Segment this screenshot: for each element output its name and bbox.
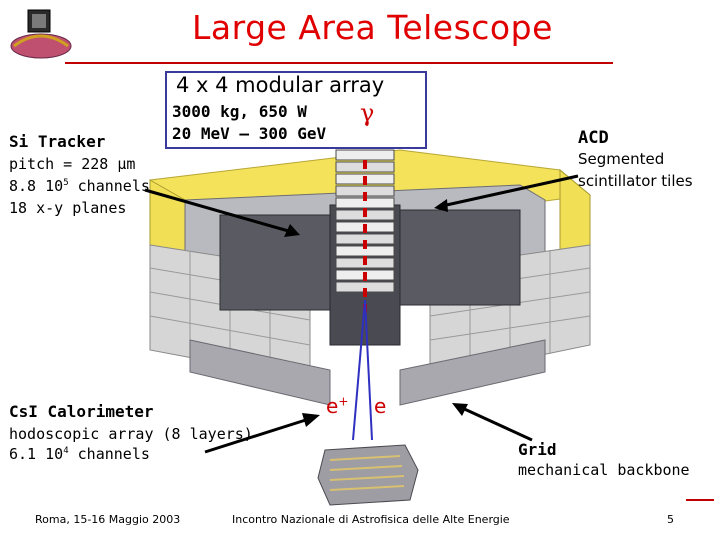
- footer-rule: [686, 499, 714, 501]
- specs-mass-power: 3000 kg, 650 W: [172, 102, 307, 121]
- grid-title: Grid: [518, 440, 557, 459]
- si-pitch-unit: μm: [117, 155, 136, 173]
- csi-channels-base: 6.1 10: [9, 445, 64, 463]
- si-channels-exp: 5: [63, 178, 69, 188]
- tower-right: [399, 209, 521, 306]
- arrow-head-si: [284, 224, 300, 237]
- calorimeter-module: [317, 444, 419, 506]
- si-tracker-title: Si Tracker: [9, 132, 106, 151]
- title-underline: [65, 62, 613, 64]
- si-channels-base: 8.8 10: [9, 177, 64, 195]
- csi-hodoscopic: hodoscopic array (8 layers): [9, 425, 253, 443]
- grid-floor: [189, 339, 331, 406]
- pointer-arrows: [144, 174, 579, 454]
- arrow-head-grid: [452, 403, 468, 416]
- eplus-track: [352, 299, 366, 441]
- slide-title: Large Area Telescope: [192, 8, 553, 47]
- glast-logo: [10, 9, 72, 59]
- arrow-head-csi: [302, 413, 320, 427]
- acd-line1: Segmented: [578, 150, 665, 168]
- grid-floor-right: [399, 339, 546, 406]
- positron-base: e: [326, 394, 339, 418]
- si-channels-suffix: channels: [68, 177, 150, 195]
- si-tracker-planes: 18 x-y planes: [9, 199, 127, 217]
- csi-calorimeter-title: CsI Calorimeter: [9, 402, 154, 421]
- eminus-track: [364, 299, 373, 441]
- si-tracker-pitch: pitch = 228 μm: [9, 155, 135, 173]
- specs-heading: 4 x 4 modular array: [176, 73, 385, 97]
- footer-date-place: Roma, 15-16 Maggio 2003: [35, 513, 181, 526]
- acd-title: ACD: [578, 128, 609, 148]
- si-pitch-text: pitch = 228: [9, 155, 118, 173]
- page-number: 5: [667, 513, 674, 526]
- acd-line2: scintillator tiles: [578, 172, 693, 190]
- grid-description: mechanical backbone: [518, 461, 690, 479]
- specs-box: [165, 71, 427, 149]
- csi-channels-suffix: channels: [68, 445, 150, 463]
- arrow-head-acd: [434, 199, 448, 212]
- csi-channels: 6.1 104 channels: [9, 445, 150, 463]
- csi-channels-exp: 4: [63, 446, 69, 456]
- positron-sign: +: [338, 394, 349, 409]
- positron-label: e+: [326, 394, 348, 418]
- si-tracker-channels: 8.8 105 channels: [9, 177, 150, 195]
- gamma-label: γ: [360, 99, 375, 127]
- specs-energy-range: 20 MeV – 300 GeV: [172, 124, 327, 143]
- electron-label: e: [374, 394, 387, 418]
- footer-event: Incontro Nazionale di Astrofisica delle …: [232, 513, 510, 526]
- tower-left: [219, 214, 331, 311]
